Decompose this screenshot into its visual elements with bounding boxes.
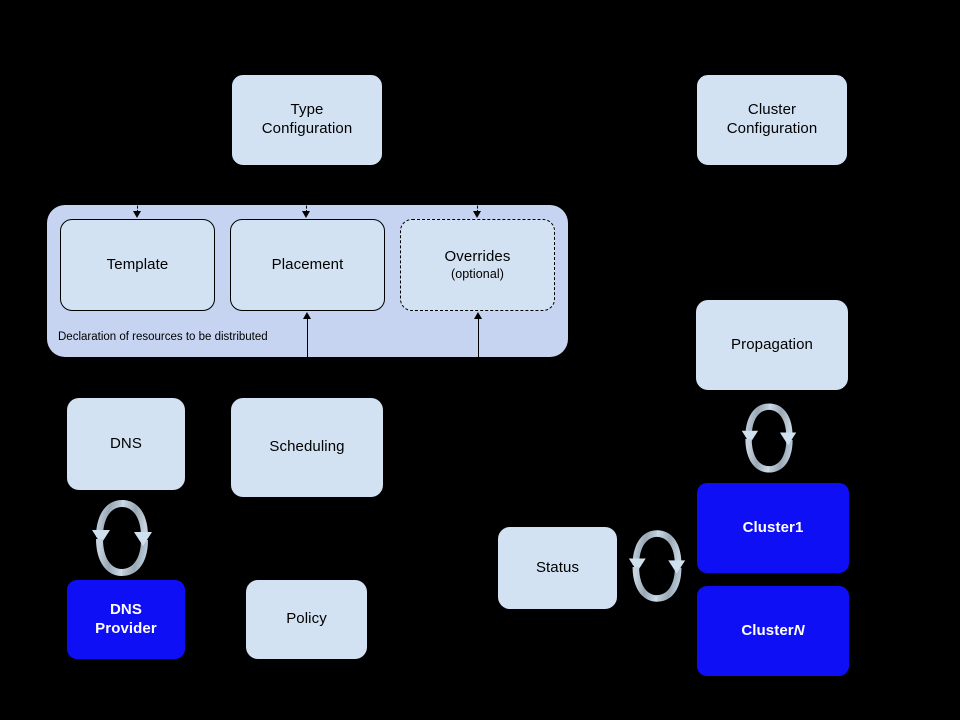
node-dns[interactable]: DNS (67, 398, 185, 490)
arrow-line-type-to-placement (306, 197, 307, 213)
node-policy[interactable]: Policy (246, 580, 367, 659)
node-overrides-label: Overrides (444, 248, 511, 266)
arrow-line-type-to-template (137, 197, 138, 213)
node-type-configuration[interactable]: Type Configuration (231, 74, 383, 166)
node-scheduling[interactable]: Scheduling (231, 398, 383, 497)
node-cluster-configuration[interactable]: Cluster Configuration (696, 74, 848, 166)
arrow-down-icon-placement (302, 211, 310, 218)
node-dns-label: DNS (110, 434, 142, 452)
arrow-up-icon-overrides (474, 312, 482, 319)
node-cluster-n-label: Cluster (741, 621, 794, 639)
arrow-down-icon-overrides (473, 211, 481, 218)
node-status[interactable]: Status (498, 527, 617, 609)
arrow-line-policy-to-overrides (478, 318, 479, 358)
node-status-label: Status (535, 558, 580, 576)
node-cluster-configuration-label-line1: Cluster (747, 101, 797, 119)
node-overrides-sublabel: (optional) (450, 266, 505, 281)
sync-icon-status (628, 530, 686, 602)
node-type-configuration-label-line1: Type (290, 101, 324, 119)
sync-icon-dns (92, 500, 152, 576)
node-template-label: Template (106, 255, 169, 273)
node-propagation[interactable]: Propagation (696, 300, 848, 390)
node-placement-label: Placement (271, 255, 344, 273)
node-cluster-configuration-label-line2: Configuration (726, 120, 818, 137)
node-cluster-1-label: Cluster (742, 518, 795, 536)
node-dns-provider-label-line1: DNS (110, 600, 142, 618)
node-scheduling-label: Scheduling (269, 438, 345, 456)
node-cluster-1-index: 1 (794, 518, 804, 536)
node-propagation-label: Propagation (731, 335, 813, 353)
node-policy-label: Policy (286, 610, 327, 628)
arrow-down-icon-template (133, 211, 141, 218)
panel-caption: Declaration of resources to be distribut… (58, 331, 268, 343)
node-template[interactable]: Template (60, 219, 215, 311)
node-cluster-n-index: N (793, 621, 805, 639)
node-placement[interactable]: Placement (230, 219, 385, 311)
arrow-line-scheduling-to-placement (307, 318, 308, 358)
arrow-up-icon-placement (303, 312, 311, 319)
node-dns-provider-label-line2: Provider (95, 619, 157, 637)
node-cluster-n[interactable]: Cluster N (697, 586, 849, 676)
node-overrides[interactable]: Overrides (optional) (400, 219, 555, 311)
node-dns-provider[interactable]: DNS Provider (67, 580, 185, 659)
sync-icon-propagation (741, 403, 797, 473)
node-cluster-1[interactable]: Cluster 1 (697, 483, 849, 573)
arrow-line-type-to-overrides (477, 197, 478, 213)
node-type-configuration-label-line2: Configuration (261, 120, 353, 137)
